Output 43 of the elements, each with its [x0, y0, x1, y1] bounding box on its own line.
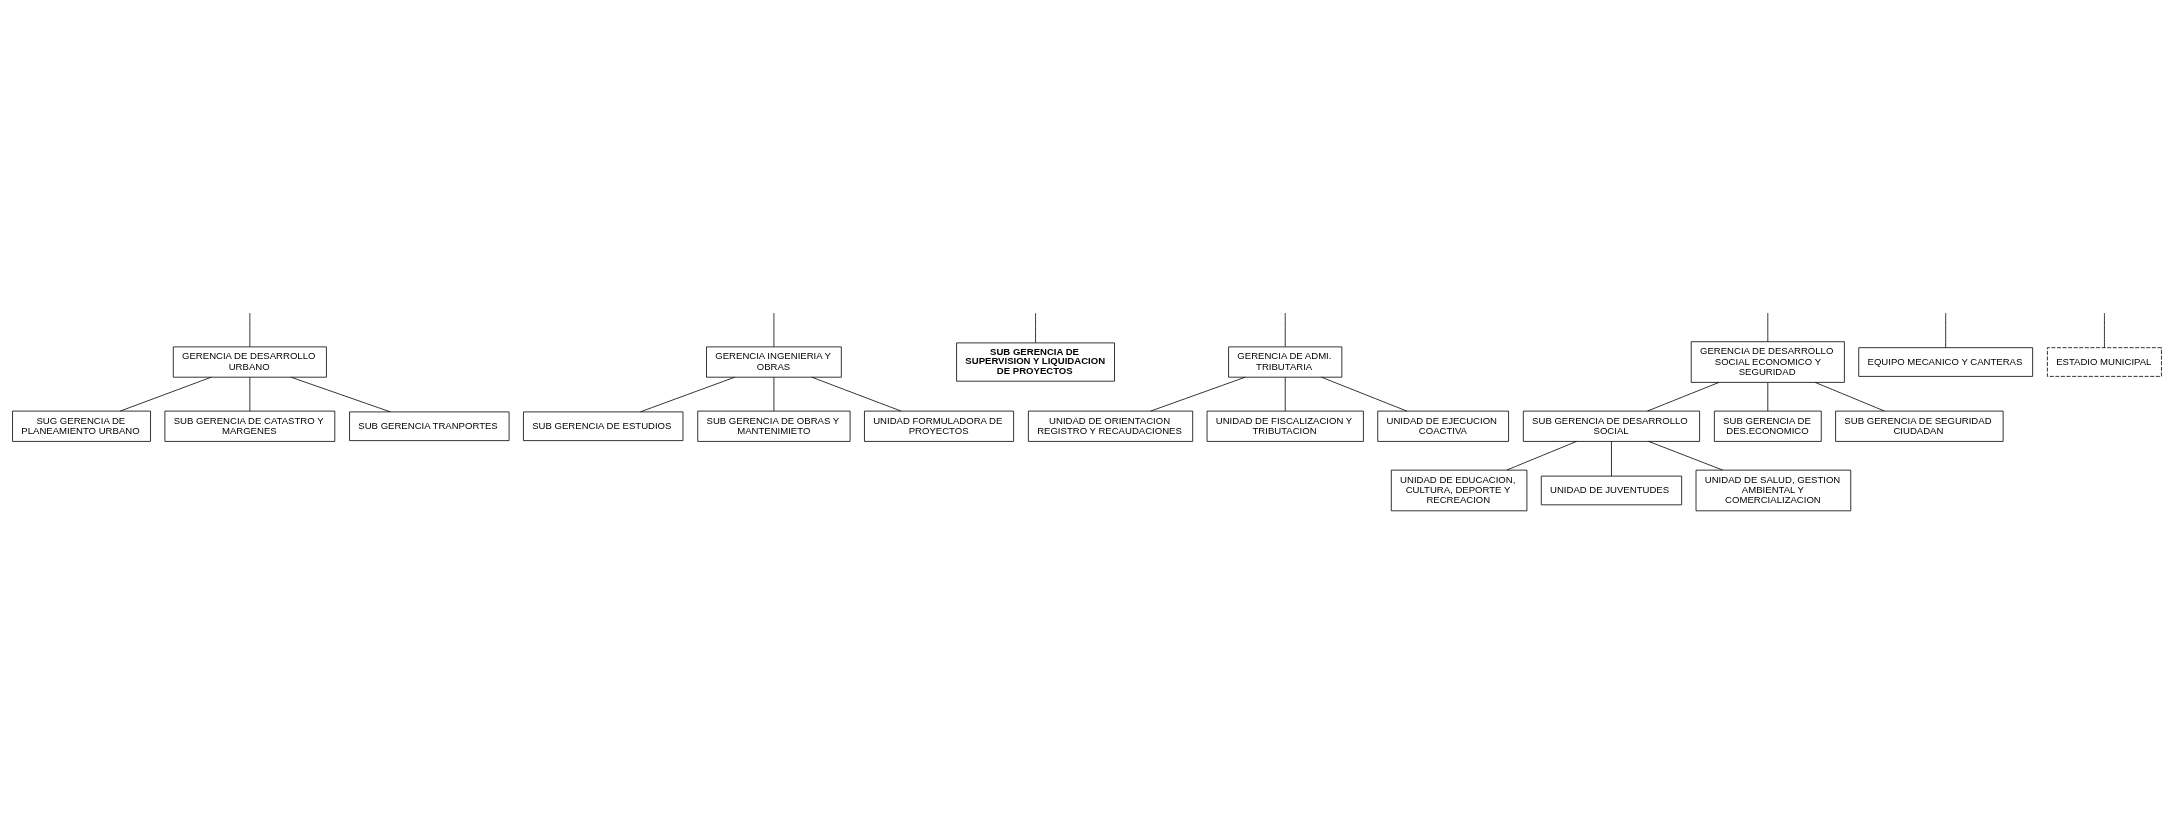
connector [2104, 312, 2105, 349]
node-box: UNIDAD DE EJECUCION COACTIVA [1377, 410, 1509, 442]
node-box: GERENCIA DE ADMI. TRIBUTARIA [1228, 346, 1343, 378]
node-box: SUB GERENCIA DE DES.ECONOMICO [1713, 410, 1822, 442]
connector [1035, 312, 1036, 344]
node-box: UNIDAD DE JUVENTUDES [1540, 475, 1683, 506]
connector [1647, 382, 1720, 412]
node-box: GERENCIA DE DESARROLLO URBANO [172, 346, 327, 378]
node-box: UNIDAD DE EDUCACION, CULTURA, DEPORTE Y RECREACION [1390, 469, 1528, 512]
node-box: EQUIPO MECANICO Y CANTERAS [1858, 347, 2034, 377]
connector [1648, 441, 1723, 471]
connector [1814, 382, 1885, 412]
connector [1767, 312, 1769, 342]
node-box: SUB GERENCIA DE SUPERVISION Y LIQUIDACION DE PROYECTOS [956, 342, 1115, 382]
node-box: ESTADIO MUNICIPAL [2047, 347, 2162, 377]
node-box: SUB GERENCIA DE OBRAS Y MANTENIMIETO [697, 410, 851, 442]
node-box: UNIDAD DE FISCALIZACION Y TRIBUTACION [1206, 410, 1364, 442]
connector [290, 376, 391, 413]
node-box: SUB GERENCIA DE CATASTRO Y MARGENES [164, 410, 336, 442]
node-box: SUB GERENCIA TRANPORTES [349, 411, 510, 441]
connector [249, 376, 251, 412]
connector [1284, 376, 1286, 412]
node-box: GERENCIA DE DESARROLLO SOCIAL ECONOMICO Y SEGURIDAD [1690, 341, 1845, 383]
node-box: SUB GERENCIA DE ESTUDIOS [523, 411, 684, 441]
node-box: UNIDAD FORMULADORA DE PROYECTOS [864, 410, 1014, 442]
connector [1611, 441, 1612, 477]
connector [1284, 312, 1286, 348]
connector [1321, 376, 1408, 412]
connector [811, 376, 902, 412]
connector [1945, 312, 1947, 349]
connector [1767, 382, 1769, 412]
node-box: UNIDAD DE SALUD, GESTION AMBIENTAL Y COMERCIALIZACION [1695, 469, 1852, 512]
node-box: GERENCIA INGENIERIA Y OBRAS [706, 346, 842, 378]
node-box: SUG GERENCIA DE PLANEAMIENTO URBANO [12, 410, 151, 442]
connector [249, 312, 251, 348]
connector [773, 376, 775, 412]
connector [1150, 376, 1246, 412]
node-box: UNIDAD DE ORIENTACION REGISTRO Y RECAUDACIONES [1027, 410, 1194, 442]
connector [1506, 441, 1577, 471]
node-box: SUB GERENCIA DE DESARROLLO SOCIAL [1522, 410, 1700, 442]
connector [119, 376, 212, 412]
node-box: SUB GERENCIA DE SEGURIDAD CIUDADAN [1835, 410, 2004, 442]
connector [640, 376, 736, 413]
